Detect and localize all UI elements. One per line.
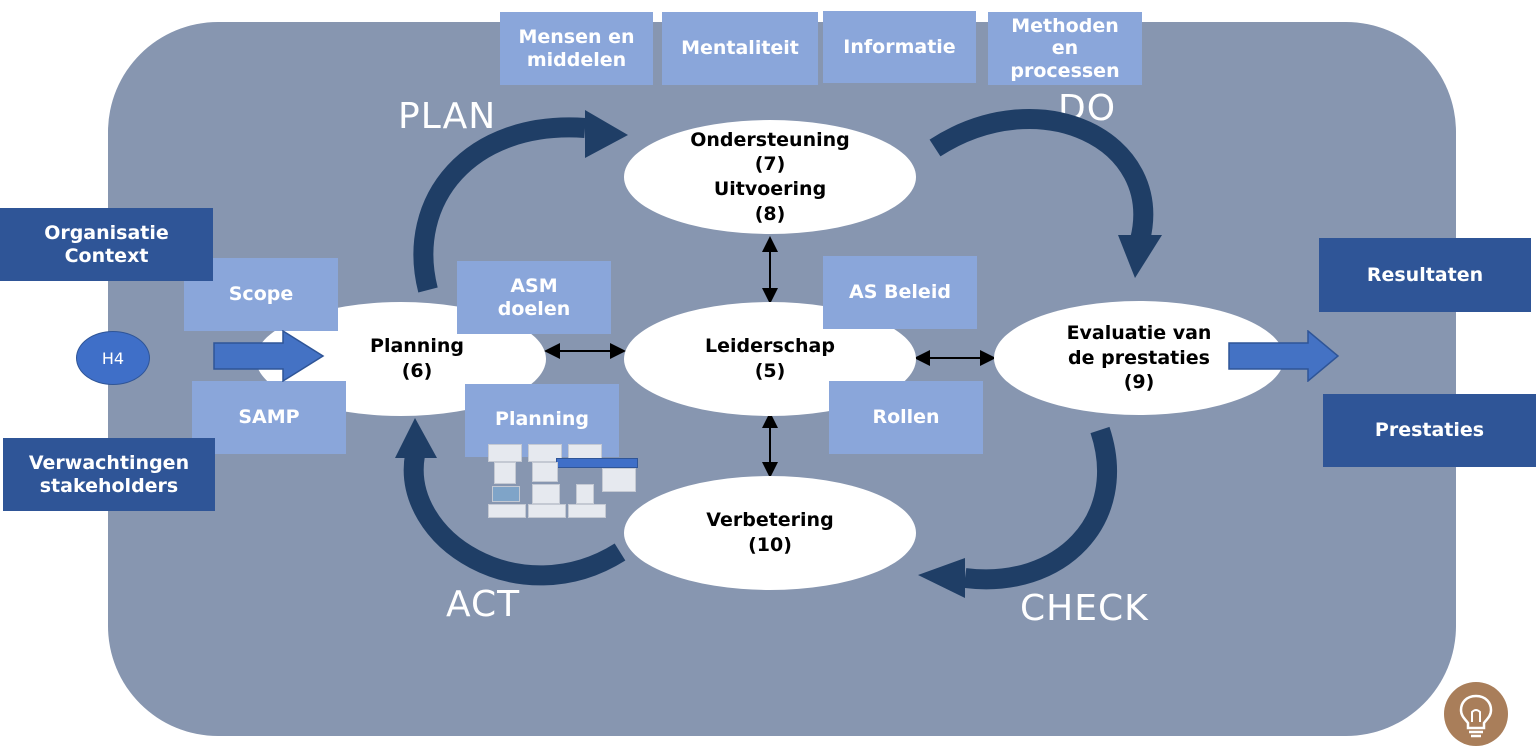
phase-check-label: CHECK	[1020, 588, 1149, 629]
verwachtingen-label: Verwachtingen stakeholders	[28, 452, 190, 497]
check-arrowhead	[918, 558, 965, 598]
leiderschap-number: (5)	[754, 360, 786, 382]
evaluatie-label-1: Evaluatie van	[1066, 321, 1212, 344]
resultaten-label: Resultaten	[1366, 263, 1484, 286]
verbetering-number: (10)	[748, 534, 792, 556]
planning-label: Planning	[370, 335, 464, 358]
asm-doelen-label: ASM doelen	[497, 275, 571, 320]
box-samp: SAMP	[192, 381, 346, 454]
planning-thumbnails	[486, 442, 641, 518]
check-cycle-arrow	[963, 426, 1118, 590]
thumbnail	[488, 444, 522, 462]
thumbnail	[528, 444, 562, 462]
evaluatie-label-2: de prestaties	[1068, 346, 1210, 369]
resource-mensen-label: Mensen en middelen	[518, 26, 635, 71]
act-arrowhead	[395, 418, 437, 458]
box-rollen: Rollen	[829, 381, 983, 454]
ondersteuning-number: (7)	[754, 153, 786, 176]
phase-act-label: ACT	[446, 584, 521, 625]
box-as-beleid: AS Beleid	[823, 256, 977, 329]
h4-badge: H4	[76, 331, 150, 385]
planning-box-label: Planning	[495, 408, 589, 430]
box-organisatie-context: Organisatie Context	[0, 208, 213, 281]
ellipse-verbetering: Verbetering (10)	[624, 476, 916, 590]
output-block-arrow	[1228, 330, 1340, 382]
thumbnail	[494, 462, 516, 484]
leiderschap-label: Leiderschap	[705, 335, 835, 358]
do-arrowhead	[1118, 235, 1162, 278]
box-resultaten: Resultaten	[1319, 238, 1531, 312]
thumbnail	[576, 484, 594, 504]
resource-methoden-label: Methoden en processen	[1010, 14, 1120, 82]
resource-methoden-en-processen: Methoden en processen	[988, 12, 1142, 85]
lightbulb-icon[interactable]	[1444, 682, 1508, 746]
do-cycle-arrow	[929, 108, 1154, 243]
uitvoering-number: (8)	[754, 202, 786, 225]
resource-informatie: Informatie	[823, 11, 976, 83]
thumbnail	[532, 484, 560, 504]
resource-mentaliteit: Mentaliteit	[662, 12, 818, 85]
organisatie-context-label: Organisatie Context	[44, 222, 169, 267]
phase-plan-label: PLAN	[398, 96, 497, 137]
samp-label: SAMP	[238, 406, 300, 429]
prestaties-label: Prestaties	[1374, 419, 1485, 442]
planning-number: (6)	[401, 360, 433, 382]
uitvoering-label: Uitvoering	[713, 178, 827, 200]
h4-label: H4	[101, 348, 125, 368]
resource-informatie-label: Informatie	[843, 35, 956, 58]
box-verwachtingen-stakeholders: Verwachtingen stakeholders	[3, 438, 215, 511]
thumbnail	[602, 468, 636, 492]
box-prestaties: Prestaties	[1323, 394, 1536, 467]
thumbnail	[492, 486, 520, 502]
act-cycle-arrow	[403, 453, 626, 586]
input-block-arrow	[213, 330, 325, 382]
evaluatie-number: (9)	[1123, 371, 1155, 394]
thumbnail	[568, 504, 606, 518]
thumbnail	[528, 504, 566, 518]
box-asm-doelen: ASM doelen	[457, 261, 611, 334]
verbetering-label: Verbetering	[706, 509, 834, 532]
ondersteuning-label: Ondersteuning	[690, 128, 850, 151]
ellipse-ondersteuning-uitvoering: Ondersteuning (7) Uitvoering (8)	[624, 120, 916, 234]
plan-arrowhead	[585, 110, 628, 158]
plan-cycle-arrow	[413, 117, 586, 293]
ellipse-evaluatie: Evaluatie van de prestaties (9)	[994, 301, 1284, 415]
rollen-label: Rollen	[872, 406, 940, 429]
thumbnail	[488, 504, 526, 518]
thumbnail-process	[556, 458, 638, 468]
resource-mensen-en-middelen: Mensen en middelen	[500, 12, 653, 85]
thumbnail	[532, 462, 558, 482]
resource-mentaliteit-label: Mentaliteit	[681, 37, 799, 60]
as-beleid-label: AS Beleid	[849, 281, 951, 304]
scope-label: Scope	[228, 283, 294, 306]
